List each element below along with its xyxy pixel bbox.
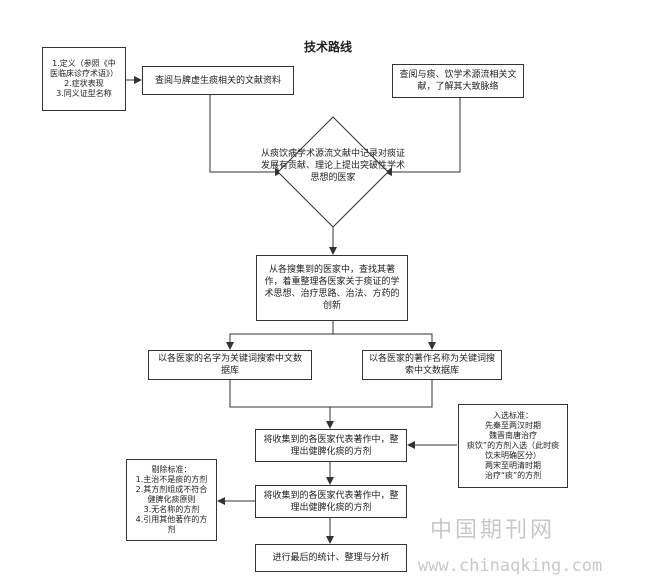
criteria-out-box: 剔除标准： 1.主治不是痰的方剂 2.其方剂组成不符合健脾化痰原则 3.无名称的… (126, 459, 217, 541)
watermark-cn: 中国期刊网 (430, 518, 556, 543)
diagram-title: 技术路线 (303, 40, 352, 54)
definition-box: 1.定义（参照《中医临床诊疗术语》） 2.症状表现 3.同义证型名称 (42, 47, 126, 111)
decision-diamond (277, 116, 389, 228)
search-name-text: 以各医家的名字为关键词搜索中文数据库 (157, 354, 302, 376)
lit-phlegm-box: 查阅与痰、饮学术源流相关文献，了解其大致脉络 (392, 64, 524, 98)
final-box: 进行最后的统计、整理与分析 (255, 544, 407, 572)
final-text: 进行最后的统计、整理与分析 (272, 553, 390, 563)
collect-box: 从各搜集到的医家中，查找其著作，着重整理各医家关于痰证的学术思想、治疗思路、治法… (256, 255, 408, 321)
lit-spleen-box: 查阅与脾虚生痰相关的文献资料 (142, 66, 294, 95)
criteria-out-text: 剔除标准： 1.主治不是痰的方剂 2.其方剂组成不符合健脾化痰原则 3.无名称的… (135, 465, 208, 534)
watermark-url: www.chinaqking.com (418, 556, 603, 576)
criteria-in-box: 入选标准： 先秦至两汉时期 魏晋南唐治疗 痰饮”的方剂入选（此时痰饮未明确区分）… (458, 404, 568, 488)
search-name-box: 以各医家的名字为关键词搜索中文数据库 (148, 350, 312, 380)
arrow-lit-spleen-to-diamond (209, 95, 283, 176)
organize1-box: 将收集到的各医家代表著作中，整理出健脾化痰的方剂 (255, 429, 407, 462)
diamond-text: 从痰饮病学术源流文献中记录对痰证发展有贡献、理论上提出突破性学术思想的医家 (260, 149, 405, 183)
line-merge-bar (229, 380, 433, 408)
organize2-box: 将收集到的各医家代表著作中，整理出健脾化痰的方剂 (255, 485, 407, 518)
lit-spleen-text: 查阅与脾虚生痰相关的文献资料 (154, 75, 281, 86)
collect-text: 从各搜集到的医家中，查找其著作，着重整理各医家关于痰证的学术思想、治疗思路、治法… (264, 265, 400, 311)
organize1-text: 将收集到的各医家代表著作中，整理出健脾化痰的方剂 (263, 434, 399, 457)
arrow-lit-phlegm-to-diamond (384, 98, 461, 176)
search-work-text: 以各医家的著作名称为关键词搜索中文数据库 (369, 354, 496, 376)
lit-phlegm-text: 查阅与痰、饮学术源流相关文献，了解其大致脉络 (399, 70, 517, 92)
line-split-bar (229, 333, 433, 348)
criteria-in-text: 入选标准： 先秦至两汉时期 魏晋南唐治疗 痰饮”的方剂入选（此时痰饮未明确区分）… (466, 411, 560, 480)
definition-text: 1.定义（参照《中医临床诊疗术语》） 2.症状表现 3.同义证型名称 (50, 59, 118, 98)
search-work-box: 以各医家的著作名称为关键词搜索中文数据库 (362, 350, 502, 380)
organize2-text: 将收集到的各医家代表著作中，整理出健脾化痰的方剂 (263, 490, 399, 513)
